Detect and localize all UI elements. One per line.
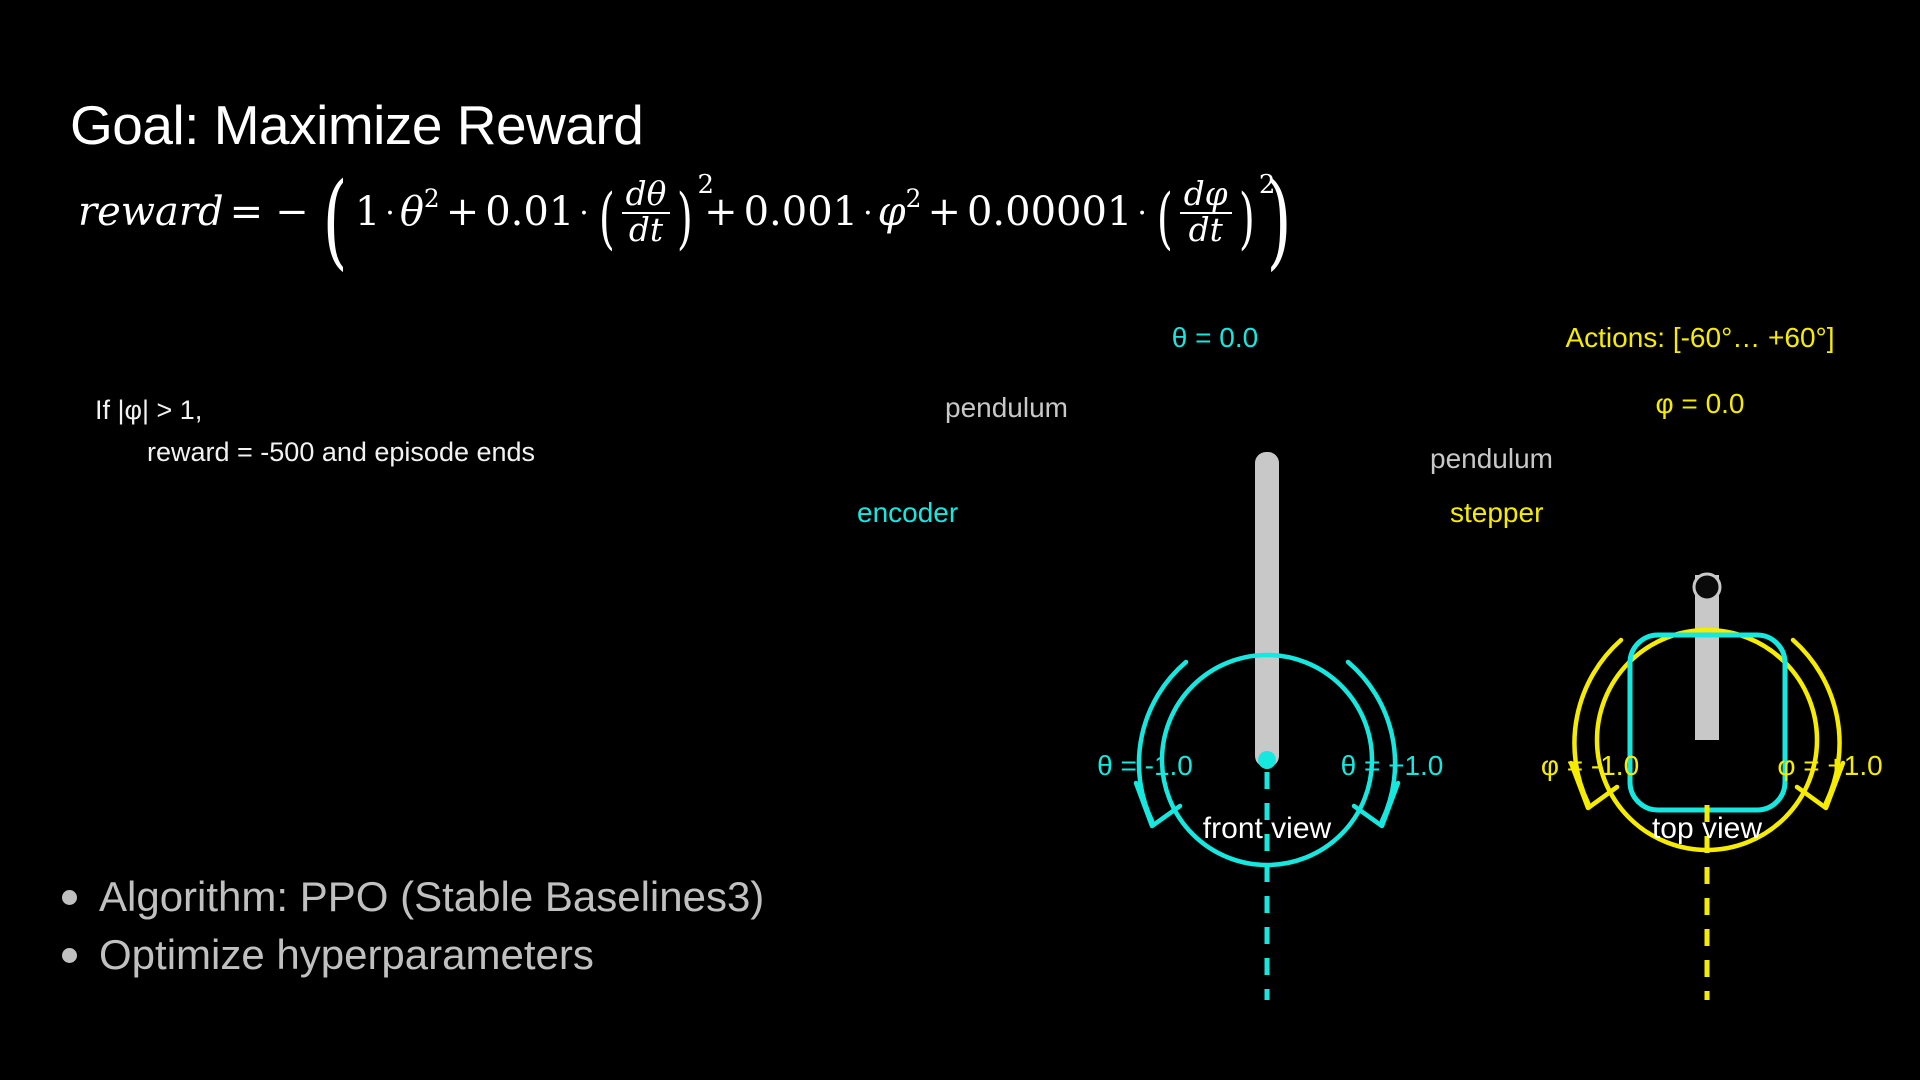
top-view-left-arrowhead-icon [1568,760,1620,811]
front-view-encoder-label: encoder [857,497,959,528]
list-item: Optimize hyperparameters [62,926,764,984]
formula-var-phi: φ [877,188,906,235]
front-view-theta-top-label: θ = 0.0 [1171,322,1259,353]
pendulum-rod-shape [1255,452,1279,767]
top-view-stepper-label: stepper [1450,497,1544,528]
formula-exp-dtheta: 2 [697,170,715,200]
formula-plus-1: + [445,188,480,235]
front-view-left-arrowhead-icon [1133,780,1183,829]
top-view-phi-top-label: φ = 0.0 [1655,388,1745,419]
top-view-pendulum-rod-shape [1695,575,1719,740]
bullet-label: Algorithm: PPO (Stable Baselines3) [99,873,765,920]
bullet-dot-icon [62,947,77,963]
formula-exp-dphi: 2 [1258,170,1276,200]
top-view-pendulum-label: pendulum [1430,443,1553,474]
formula-cdot-4: · [1137,195,1147,231]
bullet-label: Optimize hyperparameters [99,930,594,978]
condition-line-2: reward = -500 and episode ends [147,436,536,467]
formula-plus-3: + [927,188,961,235]
front-view-diagram: θ = 0.0 pendulum encoder θ = -1.0 θ = +1… [857,0,1480,1080]
front-view-right-arrowhead-icon [1351,780,1401,829]
termination-condition: If |φ| > 1, reward = -500 and episode en… [95,390,535,474]
top-view-right-arrowhead-icon [1794,760,1846,811]
pivot-dot-shape [1258,751,1276,769]
top-view-pendulum-tip-circle [1692,572,1722,602]
formula-dtheta-denominator: dt [621,211,671,248]
formula-coef-dphi: 0.00001 [966,188,1133,235]
formula-cdot-2: · [579,195,589,231]
bullet-list: Algorithm: PPO (Stable Baselines3) Optim… [62,868,764,984]
formula-equals: = [229,188,264,235]
page-title: Goal: Maximize Reward [70,94,644,156]
front-view-theta-right-label: θ = +1.0 [1340,750,1444,781]
front-view-graphic [1133,452,1401,1000]
formula-coef-dtheta: 0.01 [485,188,575,235]
formula-exp-phi: 2 [905,183,922,213]
formula-dphi-denominator: dt [1179,211,1232,248]
top-view-graphic [1568,572,1846,1000]
formula-plus-2: + [704,188,738,235]
formula-coef-theta: 1 [354,188,381,235]
formula-var-theta: θ [399,188,424,235]
formula-dphi-numerator: dφ [1183,175,1228,213]
top-view-caption: top view [1651,812,1763,845]
top-view-phi-right-label: φ = +1.0 [1777,750,1883,781]
front-view-theta-left-label: θ = -1.0 [1097,750,1193,781]
formula-cdot-1: · [385,195,395,231]
front-view-caption: front view [1202,812,1332,845]
top-view-actions-label: Actions: [-60°… +60°] [1565,322,1835,353]
formula-lhs: reward [78,188,224,235]
formula-cdot-3: · [863,195,873,231]
front-view-pendulum-label: pendulum [945,392,1068,423]
bullet-dot-icon [62,890,77,905]
formula-dtheta-numerator: dθ [625,175,667,213]
top-view-phi-left-label: φ = -1.0 [1540,750,1640,781]
formula-coef-phi: 0.001 [743,188,859,235]
formula-exp-theta: 2 [423,183,440,213]
condition-line-1: If |φ| > 1, [95,395,203,425]
list-item: Algorithm: PPO (Stable Baselines3) [62,868,764,926]
formula-minus: − [275,188,309,235]
top-view-diagram: Actions: [-60°… +60°] φ = 0.0 pendulum s… [1430,0,1920,1080]
